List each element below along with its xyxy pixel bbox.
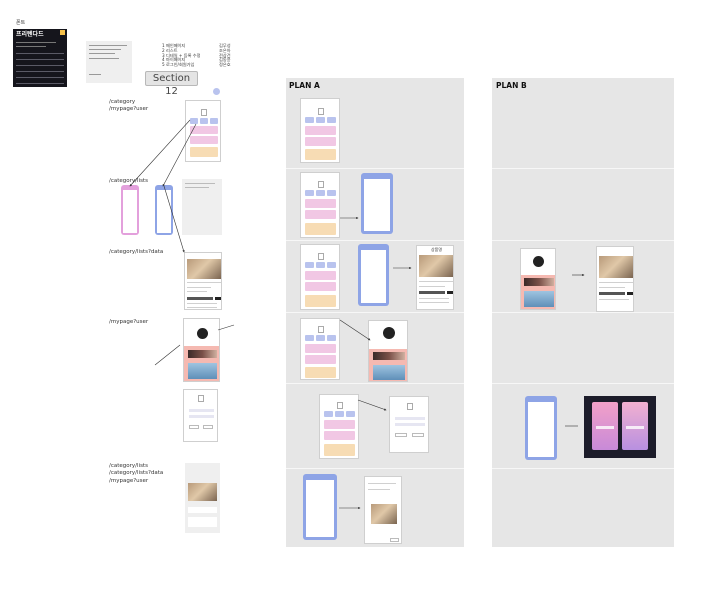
upload-photo bbox=[188, 483, 217, 501]
route-label-mypage: /mypage?user bbox=[109, 319, 149, 325]
avatar-icon bbox=[197, 328, 208, 339]
avatar-icon bbox=[533, 256, 544, 267]
plan-b-mypage bbox=[520, 248, 556, 310]
avatar-icon bbox=[383, 327, 395, 339]
plan-a-main bbox=[300, 98, 340, 163]
plan-a-main-5 bbox=[319, 394, 359, 459]
plan-a-login bbox=[389, 396, 429, 453]
lists-frame-pink bbox=[121, 185, 139, 235]
wireframe-main bbox=[185, 100, 221, 162]
product-photo bbox=[187, 259, 221, 279]
plan-b-detail bbox=[596, 246, 634, 312]
note-dot bbox=[213, 88, 220, 95]
route-label-lists: /category/lists bbox=[109, 178, 148, 184]
plan-b-login-mockup bbox=[584, 396, 656, 458]
login-button[interactable] bbox=[189, 425, 199, 429]
font-card: 프리텐다드 bbox=[13, 29, 67, 87]
font-label: 폰트 bbox=[16, 20, 26, 26]
plan-a-lists-3 bbox=[303, 474, 337, 540]
plan-b-panel: PLAN B bbox=[492, 78, 674, 547]
wireframe-edit bbox=[185, 463, 220, 533]
wireframe-mypage bbox=[183, 318, 220, 382]
detail-title: 상품명 bbox=[431, 247, 443, 252]
wireframe-login bbox=[183, 389, 218, 442]
section-menu: 1 메인페이지 2 리스트 3 디테일 + 등록 수정 4 마이페이지 5 로그… bbox=[162, 43, 201, 68]
plan-a-title: PLAN A bbox=[289, 81, 320, 90]
plan-a-edit bbox=[364, 476, 402, 544]
plan-a-mypage bbox=[368, 320, 408, 382]
lists-frame-blue bbox=[155, 185, 173, 235]
team-members: 김무성 조은아 전상건 김동윤 정은호 bbox=[219, 43, 231, 68]
plan-a-detail: 상품명 bbox=[416, 245, 454, 310]
plan-a-main-3 bbox=[300, 244, 340, 310]
route-label-combined: /category/lists /category/lists?data /my… bbox=[109, 463, 164, 484]
plan-a-main-4 bbox=[300, 318, 340, 380]
logo-icon bbox=[201, 109, 207, 116]
plan-a-panel: PLAN A 상품명 bbox=[286, 78, 464, 547]
font-card-badge bbox=[60, 30, 65, 35]
section-title[interactable]: Section 12 bbox=[145, 71, 198, 97]
plan-a-lists-2 bbox=[358, 244, 389, 306]
plan-a-main-2 bbox=[300, 172, 340, 238]
logo-icon bbox=[198, 395, 204, 402]
lists-note bbox=[182, 179, 222, 235]
plan-a-lists-1 bbox=[361, 173, 393, 234]
plan-b-title: PLAN B bbox=[496, 81, 527, 90]
plan-b-lists bbox=[525, 396, 557, 460]
route-label-detail: /category/lists?data bbox=[109, 249, 164, 255]
note-card bbox=[86, 41, 132, 83]
signup-button[interactable] bbox=[203, 425, 213, 429]
wireframe-detail bbox=[184, 252, 222, 310]
route-label-main: /category /mypage?user bbox=[109, 99, 149, 113]
font-card-title: 프리텐다드 bbox=[16, 31, 44, 38]
logo-icon bbox=[318, 108, 324, 115]
